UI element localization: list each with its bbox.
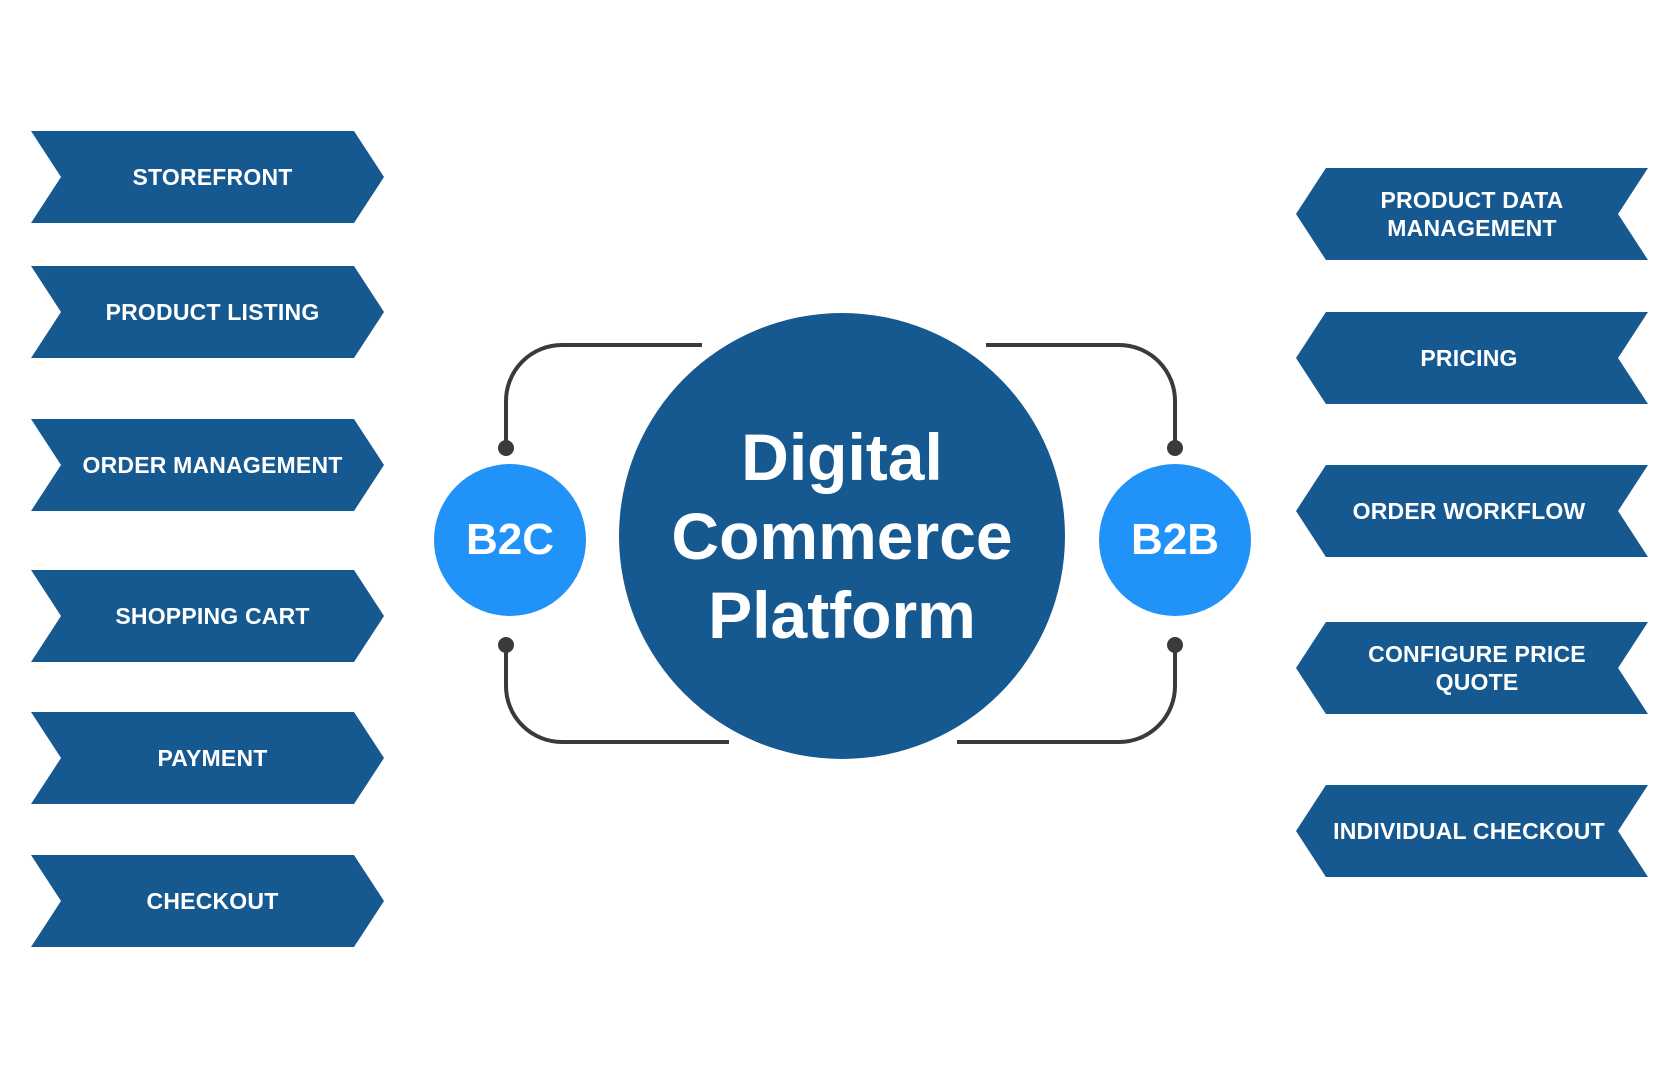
b2c-badge: B2C: [434, 464, 586, 616]
b2c-item-shopping-cart: SHOPPING CART: [31, 570, 384, 662]
center-title-line-3: Platform: [708, 577, 976, 652]
b2c-item-payment: PAYMENT: [31, 712, 384, 804]
b2b-item-order-workflow: ORDER WORKFLOW: [1296, 465, 1648, 557]
b2b-item-configure-price-quote: CONFIGURE PRICE QUOTE: [1296, 622, 1648, 714]
center-circle: Digital Commerce Platform: [619, 313, 1065, 759]
b2c-item-checkout: CHECKOUT: [31, 855, 384, 947]
b2b-item-individual-checkout: INDIVIDUAL CHECKOUT: [1296, 785, 1648, 877]
b2c-item-storefront: STOREFRONT: [31, 131, 384, 223]
center-title-line-2: Commerce: [671, 498, 1013, 573]
center-title-line-1: Digital: [741, 419, 943, 494]
b2b-badge: B2B: [1099, 464, 1251, 616]
b2c-item-order-management: ORDER MANAGEMENT: [31, 419, 384, 511]
b2c-item-product-listing: PRODUCT LISTING: [31, 266, 384, 358]
b2b-item-product-data-management: PRODUCT DATA MANAGEMENT: [1296, 168, 1648, 260]
b2b-item-pricing: PRICING: [1296, 312, 1648, 404]
